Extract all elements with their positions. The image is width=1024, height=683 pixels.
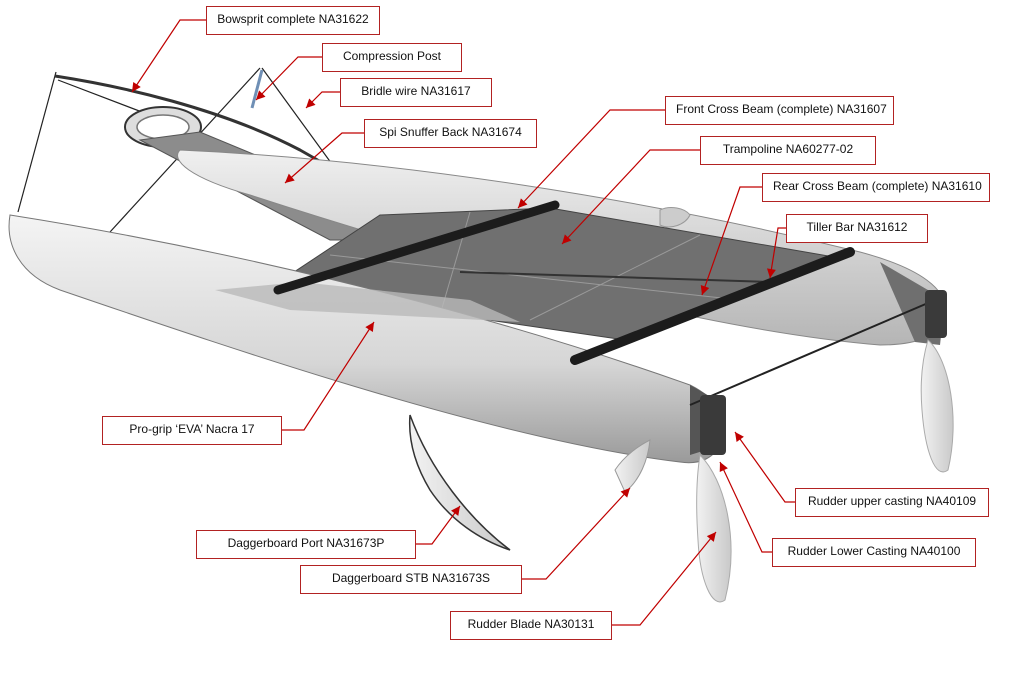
tiller-extension-shape [459, 271, 771, 283]
daggerboard-stb-shape [614, 439, 651, 493]
rudder-casting-near-shape [700, 395, 726, 455]
leader-bridle-wire-arrowhead [306, 98, 316, 108]
leader-spi-snuffer [284, 132, 364, 184]
leader-rudder-blade-arrowhead [706, 532, 716, 542]
tiller-bar-shape [689, 299, 936, 406]
rear-cross-beam-shape [570, 247, 855, 365]
label-front-cross-beam: Front Cross Beam (complete) NA31607 [665, 96, 894, 125]
leader-bowsprit-arrowhead [132, 82, 141, 92]
leader-front-cross-beam-arrowhead [518, 198, 528, 208]
leader-trampoline-arrowhead [562, 234, 572, 244]
label-rudder-upper: Rudder upper casting NA40109 [795, 488, 989, 517]
leader-rudder-upper [734, 431, 795, 503]
leader-rear-cross-beam-arrowhead [700, 285, 710, 295]
pro-grip-pad-shape [215, 282, 520, 322]
leader-rudder-lower [719, 461, 772, 553]
label-rudder-blade: Rudder Blade NA30131 [450, 611, 612, 640]
leader-tiller-bar-arrowhead [766, 268, 776, 278]
leader-front-cross-beam [517, 109, 665, 209]
daggerboard-port-shape [408, 414, 511, 551]
rudder-blade-far-shape [920, 339, 954, 473]
leader-daggerboard-port [416, 505, 461, 545]
leader-daggerboard-stb [522, 487, 631, 580]
label-daggerboard-stb: Daggerboard STB NA31673S [300, 565, 522, 594]
leader-tiller-bar [769, 227, 786, 279]
compression-post-shape [250, 69, 264, 109]
leader-lines [131, 19, 795, 626]
leader-trampoline [561, 149, 700, 245]
label-spi-snuffer: Spi Snuffer Back NA31674 [364, 119, 537, 148]
front-cross-beam-shape [273, 200, 560, 295]
leader-rudder-lower-arrowhead [719, 462, 728, 473]
label-trampoline: Trampoline NA60277-02 [700, 136, 876, 165]
leader-spi-snuffer-arrowhead [285, 173, 295, 183]
label-compression-post: Compression Post [322, 43, 462, 72]
leader-rudder-upper-arrowhead [735, 432, 744, 442]
label-rudder-lower: Rudder Lower Casting NA40100 [772, 538, 976, 567]
label-rear-cross-beam: Rear Cross Beam (complete) NA31610 [762, 173, 990, 202]
leader-daggerboard-port-arrowhead [451, 506, 460, 516]
leader-pro-grip [282, 321, 375, 431]
leader-daggerboard-stb-arrowhead [620, 488, 630, 498]
label-tiller-bar: Tiller Bar NA31612 [786, 214, 928, 243]
leader-compression-post [255, 56, 322, 101]
leader-rear-cross-beam [701, 186, 762, 296]
leader-rudder-blade [612, 531, 717, 626]
label-bowsprit: Bowsprit complete NA31622 [206, 6, 380, 35]
rudder-blade-near-shape [696, 453, 732, 603]
rudder-casting-far-shape [925, 290, 947, 338]
label-daggerboard-port: Daggerboard Port NA31673P [196, 530, 416, 559]
leader-compression-post-arrowhead [256, 90, 266, 100]
leader-pro-grip-arrowhead [365, 322, 374, 332]
label-pro-grip: Pro-grip ‘EVA’ Nacra 17 [102, 416, 282, 445]
leader-bowsprit [131, 19, 206, 93]
label-bridle-wire: Bridle wire NA31617 [340, 78, 492, 107]
